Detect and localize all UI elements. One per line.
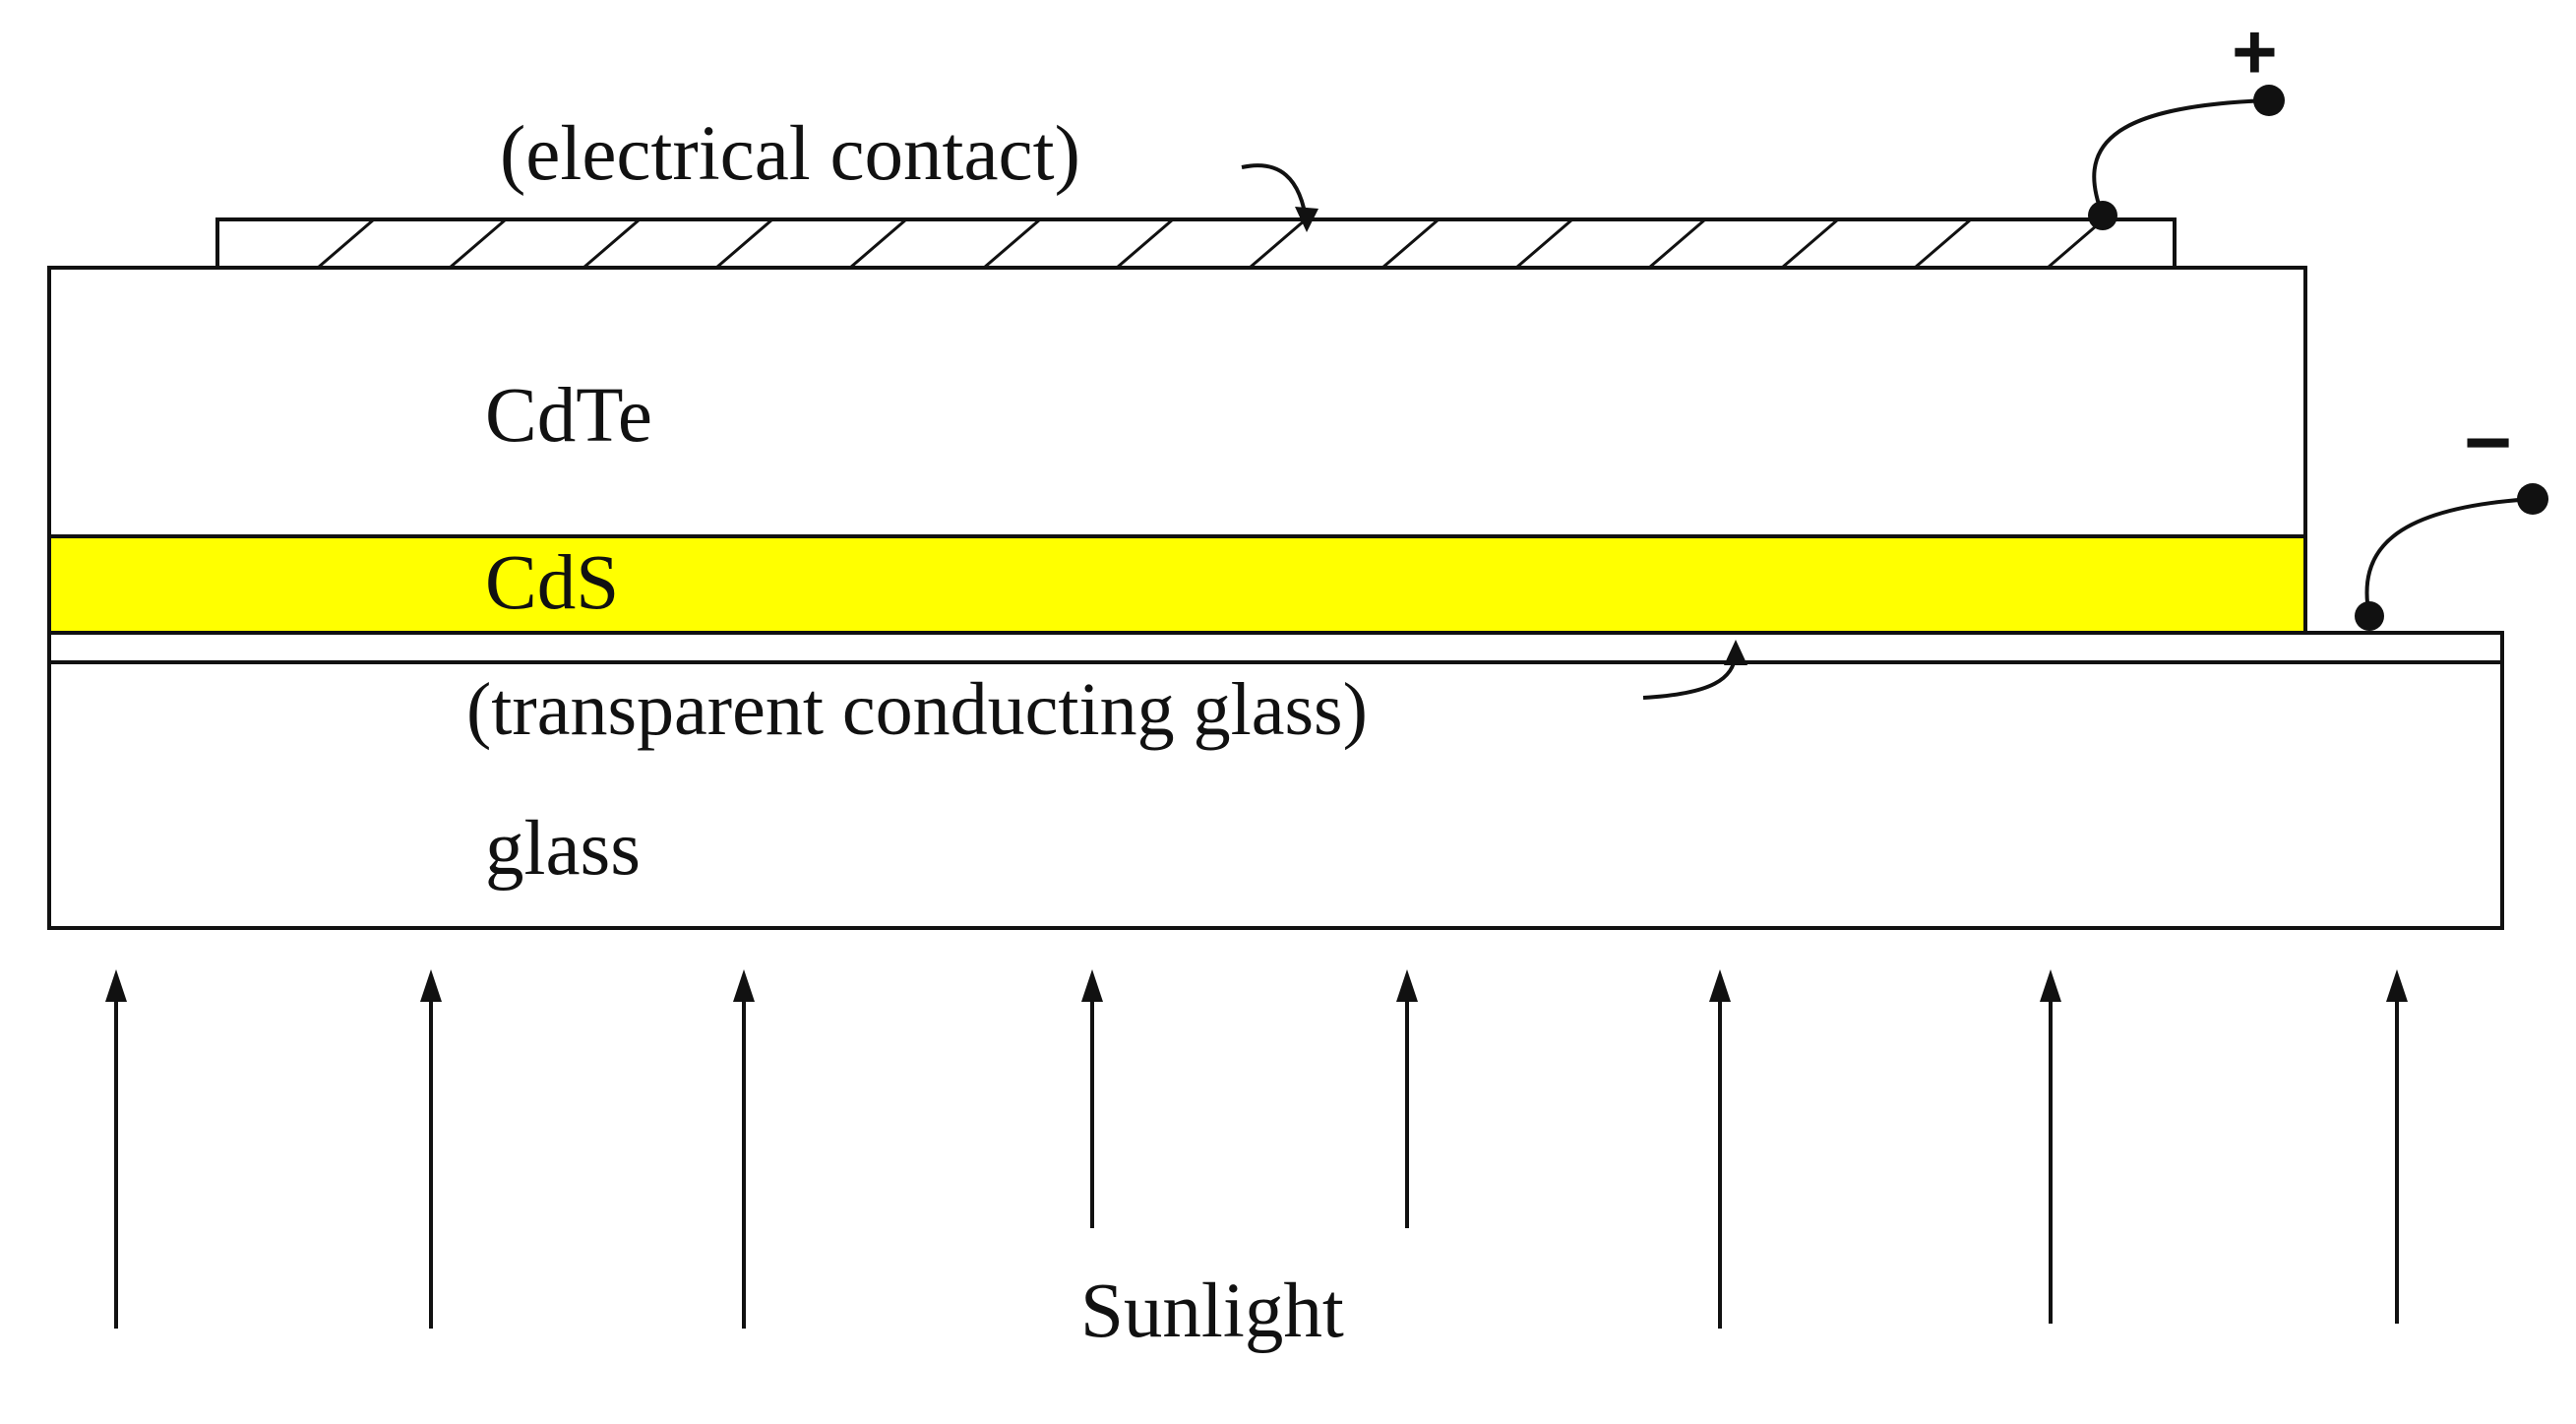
sunlight-arrows: [105, 969, 2408, 1329]
sunlight-arrow: [1396, 969, 1418, 1228]
transparent-glass-pointer-arrow: [1642, 640, 1748, 700]
positive-terminal-symbol: +: [2232, 8, 2278, 95]
negative-lead: [2355, 483, 2548, 631]
electrical-contact-label: (electrical contact): [500, 111, 1080, 197]
sunlight-arrow: [420, 969, 442, 1329]
sunlight-arrow: [2040, 969, 2061, 1324]
glass-label: glass: [485, 806, 641, 892]
sunlight-arrow: [1709, 969, 1731, 1329]
electrical-contact-pointer-arrow: [1241, 163, 1319, 232]
cds-layer: [47, 534, 2307, 635]
cds-label: CdS: [485, 540, 619, 626]
sunlight-arrow: [2386, 969, 2408, 1324]
sunlight-label: Sunlight: [1080, 1269, 1344, 1354]
electrical-contact-layer: [215, 217, 2177, 270]
cdte-label: CdTe: [485, 373, 652, 459]
positive-lead: [2088, 85, 2285, 230]
glass-layer: [47, 631, 2504, 930]
transparent-conducting-glass-layer: [47, 631, 2504, 664]
negative-terminal-symbol: −: [2464, 396, 2512, 488]
transparent-conducting-glass-label: (transparent conducting glass): [466, 668, 1368, 751]
sunlight-arrow: [1081, 969, 1103, 1228]
sunlight-arrow: [733, 969, 755, 1329]
cdte-layer: [47, 266, 2307, 538]
sunlight-arrow: [105, 969, 127, 1329]
